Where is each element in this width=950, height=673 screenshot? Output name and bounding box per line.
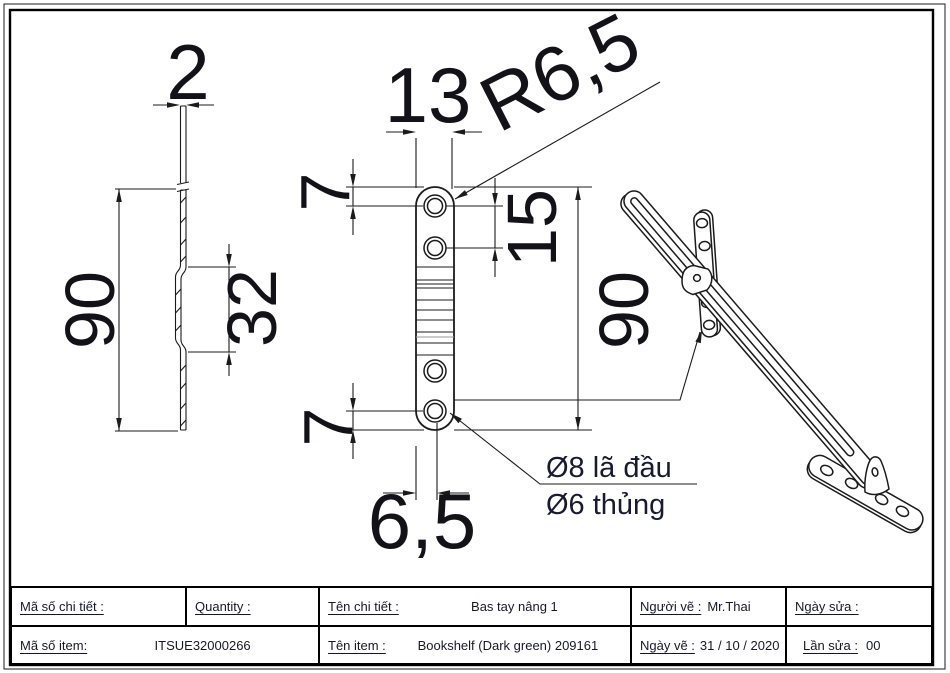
cell-drawer: Người vẽ : Mr.Thai [632,588,787,625]
dim-middle-offset-text: 32 [213,269,291,347]
hole-note: Ø8 lã đầu Ø6 thủng [449,412,697,521]
dim-hole-center-text: 6,5 [368,477,476,565]
part-leader [454,330,702,401]
title-block-row1: Mã số chi tiết : Quantity : Tên chi tiết… [12,588,931,627]
side-view-ticks [175,196,187,427]
dim-end-radius-text: R6,5 [466,0,653,149]
cell-item-name: Tên item : Bookshelf (Dark green) 209161 [320,627,632,663]
part-name-label: Tên chi tiết : [328,599,399,614]
dim-height-front-text: 90 [585,271,663,349]
iso-bracket-tab [864,456,890,496]
cell-item-code: Mã số item: ITSUE32000266 [12,627,320,663]
draw-date-label: Ngày vẽ : [640,637,695,653]
item-code-value: ITSUE32000266 [154,637,251,653]
part-code-label: Mã số chi tiết : [20,599,104,614]
revise-date-label: Ngày sửa : [795,599,859,614]
dim-bottom-hole-offset: 7 [289,383,424,459]
title-block: Mã số chi tiết : Quantity : Tên chi tiết… [10,586,933,665]
item-name-label: Tên item : [328,637,386,653]
dim-plate-width-text: 13 [385,51,472,139]
dim-top-hole-offset: 7 [286,159,424,235]
dim-height-side-text: 90 [51,271,129,349]
dim-plate-width: 13 [385,51,482,189]
cell-part-code: Mã số chi tiết : [12,588,187,625]
cell-part-name: Tên chi tiết : Bas tay nâng 1 [320,588,632,625]
hatch-lines [416,266,454,356]
cell-revision: Lần sửa : 00 [787,627,931,663]
dim-end-radius: R6,5 [454,0,661,200]
part-name-value: Bas tay nâng 1 [471,599,558,614]
item-code-label: Mã số item: [20,637,88,653]
cell-draw-date: Ngày vẽ : 31 / 10 / 2020 [632,627,787,663]
dim-middle-offset: 32 [188,244,291,376]
cell-revise-date: Ngày sửa : [787,588,931,625]
drawer-label: Người vẽ : [640,599,702,614]
drawer-value: Mr.Thai [707,599,751,614]
item-name-value: Bookshelf (Dark green) 209161 [417,637,599,653]
front-view [415,186,455,431]
page-border [3,3,946,670]
dim-bottom-hole-offset-text: 7 [289,408,367,447]
title-block-row2: Mã số item: ITSUE32000266 Tên item : Boo… [12,627,931,663]
dim-thickness: 2 [153,28,214,116]
dim-top-hole-offset-text: 7 [286,173,364,212]
dim-height-side: 90 [51,188,178,432]
draw-date-value: 31 / 10 / 2020 [699,637,780,653]
dim-hole-center-from-edge: 6,5 [368,423,476,565]
cell-quantity: Quantity : [187,588,320,625]
dim-hole-pitch: 15 [446,178,571,277]
dim-height-front: 90 [454,186,663,431]
isometric-view [620,190,924,534]
quantity-label: Quantity : [195,599,251,614]
iso-arm [620,190,881,489]
revision-label: Lần sửa : [803,637,858,653]
revision-value: 00 [865,637,881,653]
dim-thickness-text: 2 [166,28,209,116]
iso-pivot [681,264,713,296]
side-view [174,105,190,431]
hole-note-line2: Ø6 thủng [546,489,665,521]
hole-note-line1: Ø8 lã đầu [546,452,672,484]
dim-hole-pitch-text: 15 [493,189,571,267]
